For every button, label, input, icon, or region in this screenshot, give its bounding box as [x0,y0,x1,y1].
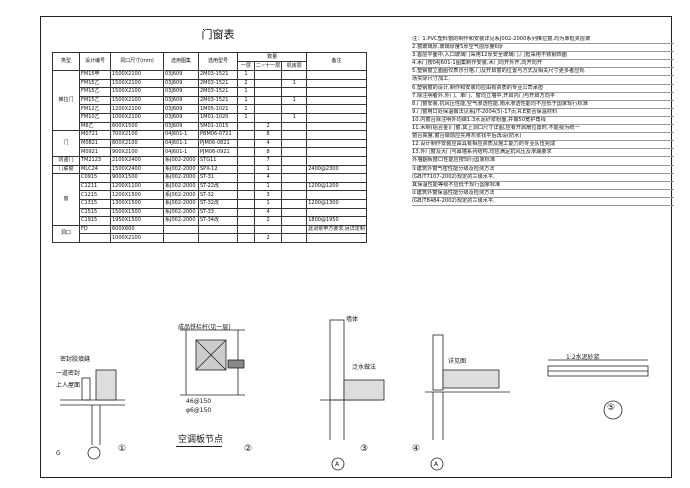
type-group-cell: 窗 [52,173,80,226]
detail-4-caption: ④ [412,444,421,454]
note-line: 其保温性能等级不应低于现行国家标准 [412,182,674,190]
note-line: 9.门窗用口处保温做法见系J/T-2004(5)-17页,R.E复合保温材料 [412,109,674,117]
note-line: (GB/T7107-2002)规定的三级水平, [412,174,674,182]
detail-2-caption: ② [244,444,253,454]
axis-a-label-2: A [434,461,439,468]
label-seal: 一道密封 [56,370,81,377]
note-line: ②建筑外窗保温性能分级及检测方法 [412,190,674,198]
cell-q3 [281,233,308,243]
label-mortar: 1:2水泥砂浆 [566,354,600,361]
table-header-row: 类型 设计编号 洞口尺寸(mm) 选用图集 选用型号 数量 备注 [52,52,367,71]
note-line: 窗台高度,窗台做前应先用灰浆找平后再设(防水) [412,133,674,142]
door-window-schedule: 类型 设计编号 洞口尺寸(mm) 选用图集 选用型号 数量 备注 一层 二~十一… [52,52,367,243]
note-line: 6.塑钢窗的设计,制作和安装均应由有资质的专业公司承担 [412,85,674,93]
note-line: 2.窗玻璃厚,玻璃厚度5厚空气层厚度6厚 [412,44,674,53]
axis-g-label: G [56,450,61,457]
table-subheader-row: 一层 二~十一层 机房层 [53,61,367,71]
label-see-detail: 详见图 [448,358,467,365]
note-line: 4.木门按04J601-1图集制作安装,木门均开外开,向开向开 [412,60,674,69]
note-line: 12.设计制作安装应由具有相应资质及施工能力的专业队伍完成 [412,141,674,150]
cell-q2: 2 [253,233,283,243]
detail-2-graphic [180,329,245,396]
note-line: 3.首层平面中,入口玻璃门采用12厚安全玻璃门,门框采用不锈钢饰面 [412,52,674,61]
note-line: ①建筑外窗气密性能分级及检测方法 [412,166,674,174]
detail-1-graphic [60,369,125,460]
note-line: 5.塑钢窗立面图仅表示分格,门及开启窗的位置与方式及相关尺寸更多者应现 [412,68,674,77]
detail-3-caption: ③ [360,444,369,454]
note-line: 注：1.PVC塑料窗的制作和安装详见系J002-2000系列推拉窗,均为单框夹层… [412,36,674,45]
schedule-title: 门窗表 [201,28,235,41]
label-rebar-2: φ6@150 [186,407,212,414]
header-q3: 机房层 [281,61,308,71]
cell-note [306,233,367,243]
header-q2: 二~十一层 [253,61,283,71]
detail-5-caption: ⑤ [607,403,616,413]
header-note: 备注 [306,52,367,71]
note-line: 11.木制(铝合金)门窗,其上洞口尺寸详图,应有开启扇位置时,不能视为统一 [412,125,674,134]
type-group-cell: 推拉门 [52,69,80,132]
axis-a-label-1: A [335,461,340,468]
note-line: 外墙翻板窗口性能应按现行国家标准 [412,157,674,166]
detail-3-graphic [320,319,385,471]
note-line: 8.门窗安装,抗风压性能,空气渗透性能,雨水渗透性能均不应低于国家现行标准 [412,101,674,109]
note-line: 7.除注明者外,外门、单门、窗均立墙中,开启内门与开启方向平 [412,93,674,101]
label-sealant: 密封胶填缝 [60,356,91,363]
label-rebar-1: 46@150 [186,398,212,405]
sheet-frame [40,16,672,478]
note-line: (GB/T8484-2002)规定的三级水平, [412,198,674,206]
label-wall: 墙体 [346,316,359,323]
detail-1-caption: ① [118,444,127,454]
label-flashing: 泛水做法 [352,364,377,371]
note-line: 场实际尺寸加工, [412,76,674,85]
label-roof: 上人屋面 [56,382,81,389]
note-line: 10.内窗台除注明外均做1:3水泥砂浆粉面,并做50宽护角线 [412,117,674,126]
ac-panel-title: 空调板节点 [178,435,224,445]
note-line: 13.外门窗及大门与幕墙系列结构,均应满足抗风压及渗漏要求 [412,149,674,158]
ac-title-underline [176,446,222,447]
label-railing: 成品铁栏杆(见一层) [178,324,231,331]
detail-5-graphic [547,359,649,420]
notes-block: 注：1.PVC塑料窗的制作和安装详见系J002-2000系列推拉窗,均为单框夹层… [412,36,674,206]
detail-4-graphic [425,334,510,471]
